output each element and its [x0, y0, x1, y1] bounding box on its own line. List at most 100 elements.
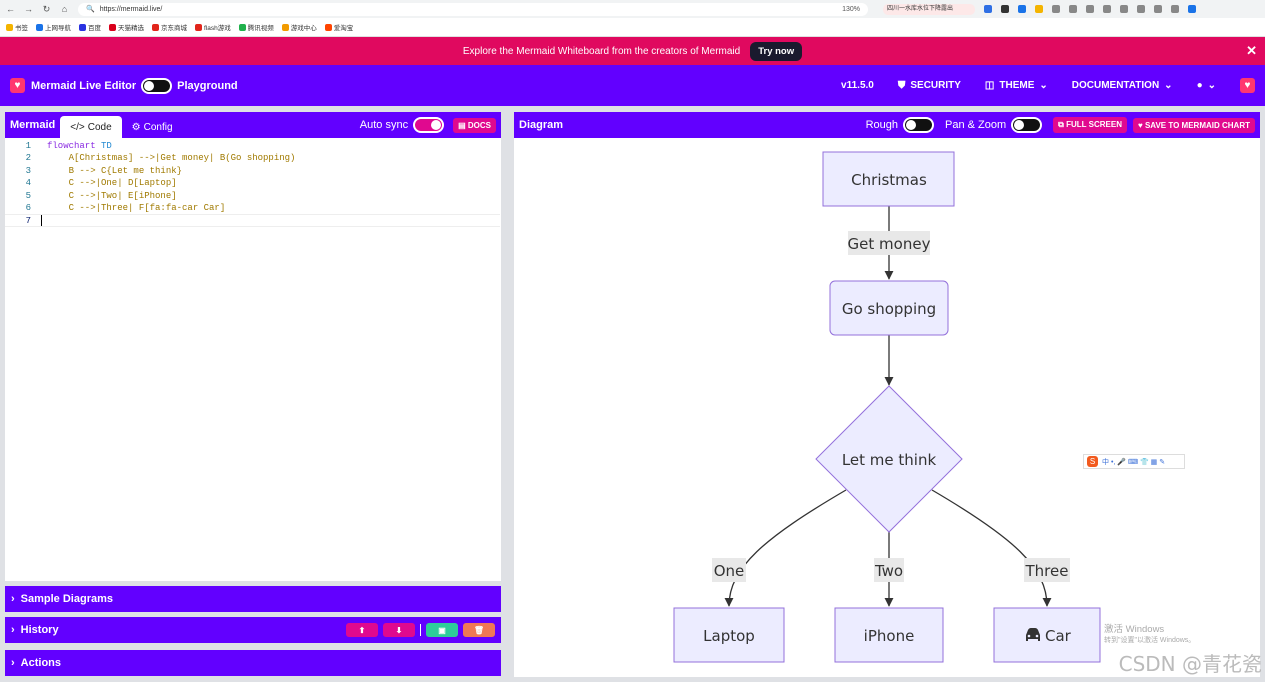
mermaid-chart-icon[interactable]: ♥ [1240, 78, 1255, 93]
bookmark-item[interactable]: flash游戏 [195, 22, 231, 32]
folder-icon[interactable] [1035, 5, 1043, 13]
node-label: Let me think [842, 451, 937, 469]
sync-icon[interactable] [1052, 5, 1060, 13]
top-nav: ♥ Mermaid Live Editor Playground v11.5.0… [0, 65, 1265, 106]
bookmark-item[interactable]: 天猫精选 [109, 22, 144, 32]
divider [420, 624, 421, 636]
diagram-title: Diagram [519, 119, 563, 131]
code-icon: </> [70, 122, 84, 133]
translate-icon[interactable] [984, 5, 992, 13]
close-icon[interactable]: ✕ [1246, 43, 1257, 59]
code-text: A[Christmas] -->|Get money| B(Go shoppin… [31, 152, 295, 164]
back-icon[interactable]: ← [6, 5, 15, 14]
tab-code[interactable]: </>Code [60, 116, 121, 138]
gamepad-icon [282, 24, 289, 31]
docs-button[interactable]: ▤ DOCS [453, 118, 496, 133]
ime-tools: 中 •, 🎤 ⌨ 👕 ▦ ✎ [1102, 457, 1165, 467]
jd-icon [152, 24, 159, 31]
menu-icon[interactable] [1171, 5, 1179, 13]
news-hint[interactable]: 四川一水库水位下降露出 [883, 4, 975, 15]
actions-accordion[interactable]: › Actions [5, 650, 501, 676]
address-bar[interactable]: 🔍 https://mermaid.live/ 130% [78, 3, 868, 16]
node-label: iPhone [864, 627, 915, 645]
promo-banner: Explore the Mermaid Whiteboard from the … [0, 37, 1265, 65]
documentation-menu[interactable]: DOCUMENTATION⌄ [1072, 80, 1173, 91]
code-text: C -->|Three| F[fa:fa-car Car] [31, 202, 225, 214]
pan-zoom-label: Pan & Zoom [945, 119, 1006, 131]
bookmark-item[interactable]: 京东商城 [152, 22, 187, 32]
upload-icon[interactable]: ⬆ [346, 623, 378, 637]
download-icon[interactable]: ⬇ [383, 623, 415, 637]
reload-icon[interactable]: ↻ [42, 5, 51, 14]
github-menu[interactable]: ●⌄ [1197, 80, 1216, 91]
search-icon [36, 24, 43, 31]
history-icon[interactable] [1137, 5, 1145, 13]
copy-icon[interactable] [1120, 5, 1128, 13]
bookmark-item[interactable]: 上网导航 [36, 22, 71, 32]
save-to-mermaid-chart-button[interactable]: ♥ SAVE TO MERMAID CHART [1133, 118, 1255, 133]
save-icon[interactable]: ▣ [426, 623, 458, 637]
edge-c-f [932, 490, 1047, 606]
app-title[interactable]: Mermaid Live Editor [31, 80, 136, 92]
bookmark-star-icon[interactable] [1069, 5, 1077, 13]
chevron-right-icon: › [11, 657, 15, 669]
extension-icon[interactable] [1018, 5, 1026, 13]
node-label: Car [1045, 627, 1072, 645]
bookmark-item[interactable]: 腾讯视频 [239, 22, 274, 32]
forward-icon[interactable]: → [24, 5, 33, 14]
full-screen-button[interactable]: ⧉ FULL SCREEN [1053, 117, 1127, 133]
tools-icon[interactable] [1154, 5, 1162, 13]
sogou-icon: S [1087, 456, 1098, 467]
editor-title: Mermaid [10, 119, 55, 131]
windows-activation-notice: 激活 Windows 转到"设置"以激活 Windows。 [1104, 624, 1195, 646]
pan-zoom-toggle[interactable] [1011, 117, 1042, 133]
code-token: TD [101, 141, 112, 151]
taobao-icon [325, 24, 332, 31]
chevron-down-icon: ⌄ [1164, 80, 1172, 91]
rough-toggle[interactable] [903, 117, 934, 133]
history-accordion[interactable]: › History ⬆ ⬇ ▣ 🗑 [5, 617, 501, 643]
edge-label-two: Two [874, 562, 903, 580]
bookmark-item[interactable]: 游戏中心 [282, 22, 317, 32]
diagram-header: Diagram Rough Pan & Zoom ⧉ FULL SCREEN ♥… [514, 112, 1260, 138]
edge-label-three: Three [1025, 562, 1069, 580]
auto-sync-toggle[interactable] [413, 117, 444, 133]
chevron-right-icon: › [11, 593, 15, 605]
profile-icon[interactable] [1188, 5, 1196, 13]
code-text: B --> C{Let me think} [31, 165, 182, 177]
github-icon: ● [1197, 80, 1203, 91]
theme-icon: ◫ [985, 80, 994, 91]
bookmark-item[interactable]: 爱淘宝 [325, 22, 354, 32]
sample-diagrams-accordion[interactable]: › Sample Diagrams [5, 586, 501, 612]
version-label: v11.5.0 [841, 80, 874, 91]
code-line: 3 B --> C{Let me think} [5, 165, 501, 177]
chevron-down-icon: ⌄ [1208, 80, 1216, 91]
code-text: C -->|One| D[Laptop] [31, 177, 177, 189]
bookmark-item[interactable]: 书签 [6, 22, 28, 32]
security-menu[interactable]: ⛊SECURITY [898, 80, 961, 91]
ime-toolbar[interactable]: S 中 •, 🎤 ⌨ 👕 ▦ ✎ [1083, 454, 1185, 469]
game-icon [195, 24, 202, 31]
code-line-current: 7 [5, 214, 500, 226]
phone-icon[interactable] [1103, 5, 1111, 13]
code-line: 6 C -->|Three| F[fa:fa-car Car] [5, 202, 501, 214]
try-now-button[interactable]: Try now [750, 42, 802, 61]
mermaid-logo-icon[interactable]: ♥ [10, 78, 25, 93]
playground-toggle[interactable] [141, 78, 172, 94]
theme-menu[interactable]: ◫THEME⌄ [985, 80, 1048, 91]
extension-icon[interactable] [1001, 5, 1009, 13]
trash-icon[interactable]: 🗑 [463, 623, 495, 637]
diagram-canvas[interactable]: Get money One Two Three Christmas Go sho… [514, 138, 1260, 677]
home-icon[interactable]: ⌂ [60, 5, 69, 14]
zoom-level[interactable]: 130% [842, 6, 860, 13]
gears-icon: ⚙ [132, 122, 141, 133]
lock-icon: 🔍 [86, 5, 95, 13]
tab-config[interactable]: ⚙Config [122, 116, 183, 138]
code-line: 5 C -->|Two| E[iPhone] [5, 190, 501, 202]
bookmark-item[interactable]: 百度 [79, 22, 101, 32]
browser-toolbar: ← → ↻ ⌂ 🔍 https://mermaid.live/ 130% 四川一… [0, 0, 1265, 18]
banner-text: Explore the Mermaid Whiteboard from the … [463, 46, 740, 57]
download-icon[interactable] [1086, 5, 1094, 13]
